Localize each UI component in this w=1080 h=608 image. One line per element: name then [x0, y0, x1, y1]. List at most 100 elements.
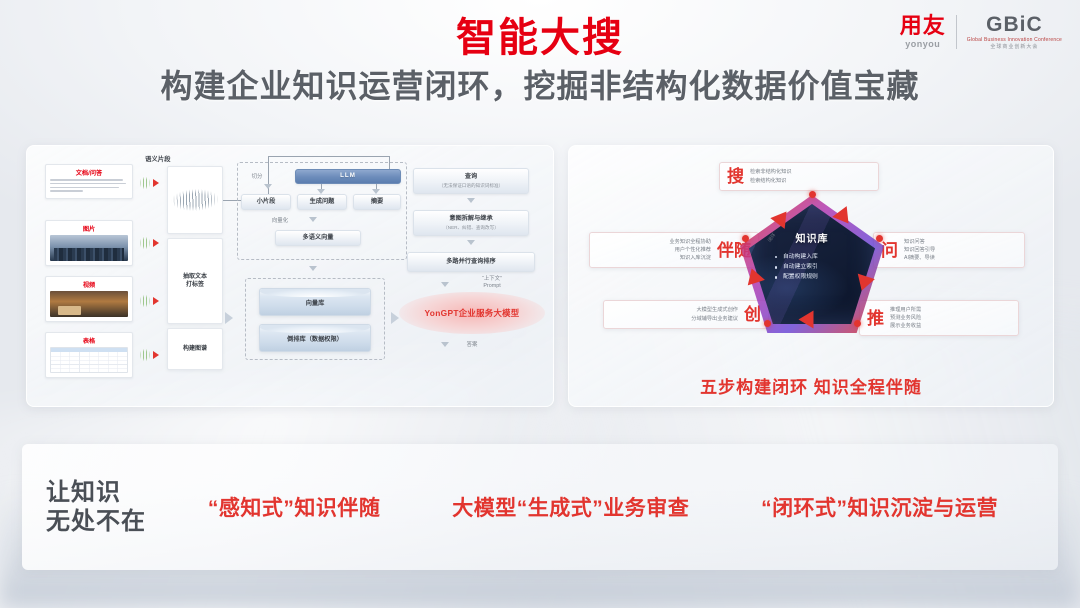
source-card-video: 视频 — [45, 276, 133, 322]
yonyou-logo-cn: 用友 — [899, 13, 946, 38]
flow-arrow-icon — [153, 179, 159, 187]
down-arrow-icon — [264, 184, 272, 189]
pentagon-card-label: 搜 — [727, 167, 744, 186]
yonyou-logo: 用友 yonyou — [900, 15, 946, 49]
desc-line: 业务知识全程协助 — [669, 239, 711, 245]
desc-line: 知识回答引导 — [904, 247, 936, 254]
down-arrow-icon — [441, 342, 449, 347]
pentagon-card-label: 问 — [881, 240, 898, 260]
store-zone-boundary — [245, 278, 385, 360]
pentagon-card-desc: 检索非结构化知识 检索结构化知识 — [750, 168, 792, 184]
desc-line: 分域辅导出业务建议 — [691, 315, 738, 322]
desc-line: 展示业务收益 — [890, 323, 922, 330]
cycle-arrow-tui-to-chuang — [798, 310, 814, 329]
summary-chip: 摘要 — [353, 194, 401, 210]
desc-line: 检索结构化知识 — [750, 177, 787, 184]
flow-arrow-icon — [153, 239, 159, 247]
knowledge-pipeline-panel: 文档/问答 图片 视频 表格 语义片段 抽取文本 打标签 构建图谱 切分 LLM… — [26, 145, 554, 407]
build-graph-box: 构建图谱 — [167, 328, 223, 370]
small-fragment-chip: 小片段 — [241, 194, 291, 210]
pentagon-card-label: 创 — [744, 305, 761, 324]
answer-label: 答案 — [466, 342, 478, 348]
knowledge-base-bullets: 自动构建入库 自动建立索引 配置权限规则 — [775, 252, 818, 282]
bullet-item: 自动构建入库 — [775, 252, 818, 262]
vertex-dot-tui — [854, 320, 861, 327]
desc-line: AI摘要、导读 — [904, 255, 935, 262]
right-arrow-icon — [225, 312, 233, 324]
gbic-logo: GBiC Global Business Innovation Conferen… — [967, 14, 1062, 50]
rank-chip: 多路并行查询排序 — [407, 252, 535, 272]
query-chip: 查询 （无法保证口语的知识词标准） — [413, 168, 529, 194]
page-header: 智能大搜 构建企业知识运营闭环，挖掘非结构化数据价值宝藏 用友 yonyou G… — [0, 0, 1080, 138]
down-arrow-icon — [372, 189, 380, 194]
split-label: 切分 — [251, 174, 263, 180]
extract-text-tag-box: 抽取文本 打标签 — [167, 238, 223, 324]
bullet-item: 配置权限规则 — [775, 272, 818, 282]
connector-line — [268, 156, 389, 157]
intent-subtitle: （NER、纠错、查询改写） — [443, 224, 499, 230]
source-card-title: 文档/问答 — [75, 170, 103, 177]
down-arrow-icon — [441, 282, 449, 287]
llm-chip: LLM — [295, 169, 401, 184]
five-step-closed-loop-panel: 搜 检索非结构化知识 检索结构化知识 问 知识问答 知识回答引导 AI摘要、导读… — [568, 145, 1054, 407]
intent-chip: 意图拆解与继承 （NER、纠错、查询改写） — [413, 210, 529, 236]
inverted-db-cylinder: 倒排库（数据权限） — [259, 324, 371, 352]
right-arrow-icon — [391, 312, 399, 324]
source-thumbnail-table — [50, 347, 128, 373]
pentagon-card-sou: 搜 检索非结构化知识 检索结构化知识 — [719, 162, 879, 191]
page-subtitle: 构建企业知识运营闭环，挖掘非结构化数据价值宝藏 — [160, 67, 920, 104]
source-thumbnail-road — [50, 291, 128, 317]
flow-arrow-icon — [153, 351, 159, 359]
down-arrow-icon — [309, 266, 317, 271]
desc-line: 大模型生成式创作 — [696, 307, 738, 314]
pentagon-card-desc: 业务知识全程协助 用户个性化推荐 知识入库沉淀 — [669, 238, 711, 262]
source-card-document: 文档/问答 — [45, 164, 133, 200]
bottom-lead-line1: 让知识 — [46, 478, 121, 506]
signal-wave-icon — [137, 346, 153, 364]
desc-line: 推理用户所需 — [890, 307, 922, 313]
signal-wave-icon — [137, 234, 153, 252]
vertex-dot-ban — [742, 235, 749, 242]
prompt-label: “上下文” Prompt — [482, 276, 502, 290]
yongpt-model-label: YonGPT企业服务大模型 — [399, 292, 545, 334]
down-arrow-icon — [467, 198, 475, 203]
brand-lockup: 用友 yonyou GBiC Global Business Innovatio… — [900, 14, 1062, 50]
page-title: 智能大搜 — [456, 16, 624, 60]
vertex-dot-wen — [876, 235, 883, 242]
five-step-slogan: 五步构建闭环 知识全程伴随 — [700, 378, 922, 397]
desc-line: 知识入库沉淀 — [679, 255, 711, 262]
connector-line — [268, 156, 269, 186]
title-block: 智能大搜 构建企业知识运营闭环，挖掘非结构化数据价值宝藏 — [0, 16, 1080, 105]
intent-title: 意图拆解与继承 — [449, 215, 493, 223]
query-title: 查询 — [464, 173, 478, 181]
vectorize-label: 向量化 — [271, 218, 289, 224]
pentagon-card-label: 推 — [867, 308, 884, 328]
knowledge-base-core: 知识库 自动构建入库 自动建立索引 配置权限规则 闭环 — [740, 191, 884, 333]
bottom-item-list: “感知式”知识伴随 大模型“生成式”业务审查 “闭环式”知识沉淀与运营 — [172, 492, 1034, 522]
query-subtitle: （无法保证口语的知识词标准） — [438, 182, 504, 188]
source-card-title: 图片 — [82, 226, 96, 233]
source-card-table: 表格 — [45, 332, 133, 378]
bottom-item-2: “闭环式”知识沉淀与运营 — [761, 497, 999, 520]
pentagon-card-desc: 大模型生成式创作 分域辅导出业务建议 — [691, 306, 738, 322]
gen-question-chip: 生成问题 — [297, 194, 347, 210]
desc-line: 预测业务风险 — [890, 315, 922, 322]
source-thumbnail-city — [50, 235, 128, 261]
bottom-item-1: 大模型“生成式”业务审查 — [452, 497, 690, 520]
flow-arrow-icon — [153, 297, 159, 305]
desc-line: 检索非结构化知识 — [750, 169, 792, 176]
desc-line: 知识问答 — [904, 239, 925, 245]
source-card-title: 视频 — [82, 282, 96, 289]
down-arrow-icon — [467, 240, 475, 245]
multi-vector-chip: 多语义向量 — [275, 230, 361, 246]
bottom-lead-text: 让知识 无处不在 — [46, 478, 146, 537]
down-arrow-icon — [309, 217, 317, 222]
bottom-lead-line2: 无处不在 — [46, 508, 146, 535]
brand-divider — [955, 15, 957, 49]
source-card-body — [46, 179, 132, 198]
index-zone-boundary — [237, 162, 407, 260]
down-arrow-icon — [317, 189, 325, 194]
vector-db-cylinder: 向量库 — [259, 288, 371, 316]
source-card-title: 表格 — [82, 338, 96, 345]
fiber-fragment-box — [167, 166, 223, 234]
